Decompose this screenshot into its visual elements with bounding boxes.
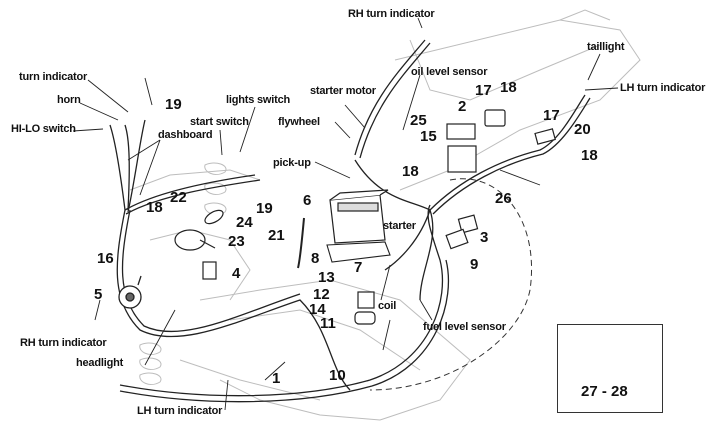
part-number-2: 2	[458, 98, 467, 115]
part-number-17a: 17	[475, 82, 492, 99]
battery-tray	[326, 241, 391, 263]
part-number-1: 1	[272, 370, 281, 387]
label-lights-switch: lights switch	[226, 94, 291, 106]
label-lh-turn-indicator-rear: LH turn indicator	[620, 82, 706, 94]
label-horn: horn	[57, 94, 81, 106]
part-number-18c: 18	[581, 147, 598, 164]
part-number-21: 21	[268, 227, 285, 244]
part-number-25: 25	[410, 112, 427, 129]
part-number-15: 15	[420, 128, 437, 145]
part-number-16: 16	[97, 250, 114, 267]
part-number-19b: 19	[256, 200, 273, 217]
part-number-5: 5	[94, 286, 103, 303]
label-taillight: taillight	[587, 41, 625, 53]
label-oil-level-sensor: oil level sensor	[411, 66, 488, 78]
label-fuel-level-sensor: fuel level sensor	[423, 321, 506, 333]
label-rh-turn-indicator-rear: RH turn indicator	[348, 8, 435, 20]
part-number-18b: 18	[402, 163, 419, 180]
part-number-8: 8	[311, 250, 320, 267]
label-turn-indicator: turn indicator	[19, 71, 88, 83]
label-starter: starter	[383, 220, 416, 232]
fuse-box-15	[446, 123, 476, 140]
connector-20	[534, 128, 556, 145]
part-number-13: 13	[318, 269, 335, 286]
label-pick-up: pick-up	[273, 157, 311, 169]
part-number-14: 14	[309, 301, 326, 318]
label-starter-motor: starter motor	[310, 85, 376, 97]
label-rh-turn-indicator-front: RH turn indicator	[20, 337, 107, 349]
inset-box	[557, 324, 663, 413]
part-number-19a: 19	[165, 96, 182, 113]
part-number-4: 4	[232, 265, 241, 282]
label-headlight: headlight	[76, 357, 124, 369]
label-coil: coil	[378, 300, 397, 312]
part-number-10: 10	[329, 367, 346, 384]
part-number-3: 3	[480, 229, 489, 246]
label-lh-turn-indicator-front: LH turn indicator	[137, 405, 223, 417]
coil-11	[354, 291, 376, 325]
part-number-24: 24	[236, 214, 253, 231]
part-number-26: 26	[495, 190, 512, 207]
part-number-6: 6	[303, 192, 312, 209]
fuel-sensor-routing-dashed	[369, 178, 532, 391]
part-number-22: 22	[170, 189, 187, 206]
part-number-18d: 18	[146, 199, 163, 216]
part-number-12: 12	[313, 286, 330, 303]
part-number-20: 20	[574, 121, 591, 138]
label-flywheel: flywheel	[278, 116, 320, 128]
part-number-23: 23	[228, 233, 245, 250]
scooter-frame-outline	[129, 9, 641, 421]
part-number-11: 11	[320, 315, 336, 332]
regulator-26	[447, 145, 477, 173]
part-number-17b: 17	[543, 107, 560, 124]
label-dashboard: dashboard	[158, 129, 213, 141]
inset-label: 27 - 28	[581, 383, 628, 400]
flasher-4	[202, 261, 217, 280]
relay-3	[457, 214, 479, 234]
part-number-18a: 18	[500, 79, 517, 96]
ignition-switch-23	[174, 229, 216, 251]
relay-2	[484, 109, 506, 127]
label-hi-lo-switch: HI-LO switch	[11, 123, 76, 135]
part-number-9: 9	[470, 256, 479, 273]
label-start-switch: start switch	[190, 116, 249, 128]
cable-21	[297, 217, 305, 269]
horn	[118, 275, 142, 309]
relay-9	[445, 228, 469, 250]
battery	[329, 189, 389, 244]
key-24	[204, 209, 224, 225]
part-number-7: 7	[354, 259, 363, 276]
